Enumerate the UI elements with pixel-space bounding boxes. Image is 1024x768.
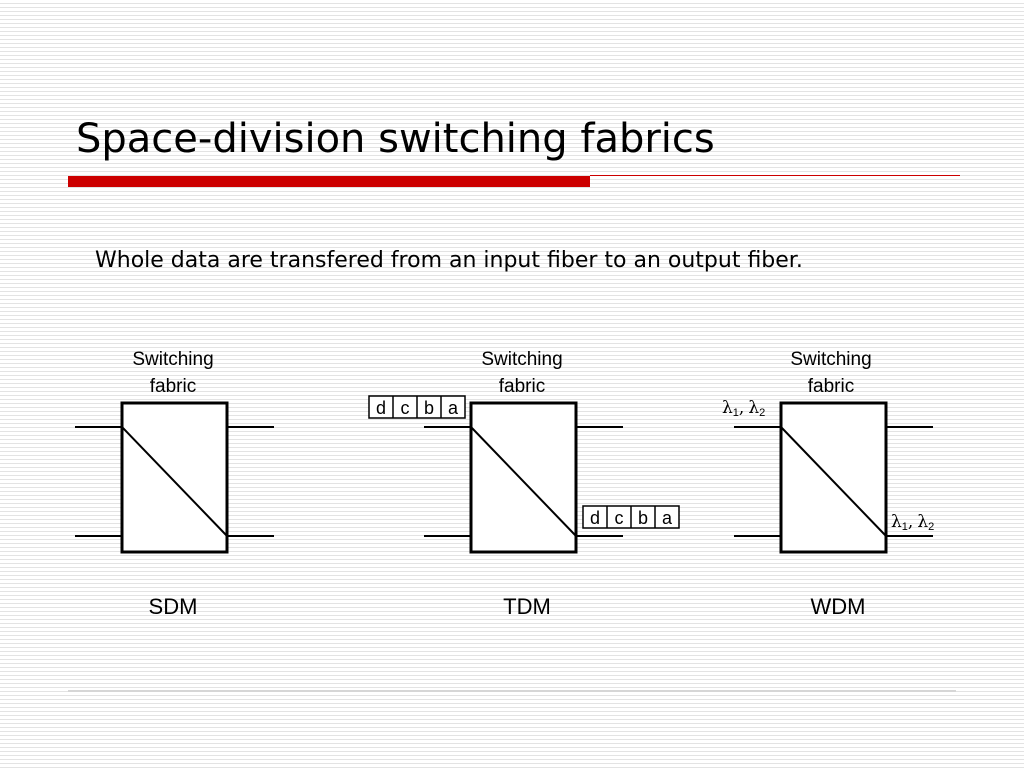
footer-rule xyxy=(68,690,956,692)
wdm-caption: WDM xyxy=(811,594,866,619)
tdm-diagram: Switching fabric d c b a d c b a xyxy=(368,349,680,619)
wdm-input-wavelength-label: λ1,λ2 xyxy=(722,398,765,419)
wdm-diagram: Switching fabric λ1,λ2 λ1,λ2 WDM xyxy=(722,349,934,619)
wavelength-subscript: 1 xyxy=(902,521,908,533)
tdm-output-packet: d c b a xyxy=(582,505,680,529)
wdm-label-line2: fabric xyxy=(808,376,854,397)
tdm-output-cell: a xyxy=(662,508,673,528)
lambda-symbol: λ xyxy=(917,512,928,532)
title-underline-accent xyxy=(68,176,590,187)
sdm-diagram: Switching fabric SDM xyxy=(75,349,274,619)
sdm-label-line1: Switching xyxy=(132,349,213,370)
wavelength-separator: , xyxy=(739,398,744,418)
tdm-caption: TDM xyxy=(503,594,551,619)
lambda-symbol: λ xyxy=(748,398,759,418)
sdm-diagonal xyxy=(121,426,228,537)
tdm-diagonal xyxy=(470,426,577,537)
wavelength-subscript: 2 xyxy=(928,521,934,533)
tdm-label-line2: fabric xyxy=(499,376,545,397)
tdm-input-cell: b xyxy=(424,398,434,418)
sdm-caption: SDM xyxy=(149,594,198,619)
tdm-label-line1: Switching xyxy=(481,349,562,370)
lambda-symbol: λ xyxy=(722,398,733,418)
slide-title: Space-division switching fabrics xyxy=(76,116,715,162)
wdm-diagonal xyxy=(780,426,887,537)
tdm-input-cell: d xyxy=(376,398,386,418)
wdm-output-wavelength-label: λ1,λ2 xyxy=(891,512,934,533)
sdm-label-line2: fabric xyxy=(150,376,196,397)
wdm-fabric-box xyxy=(779,401,888,554)
tdm-input-packet: d c b a xyxy=(368,395,466,419)
title-underline-thin xyxy=(590,175,960,176)
lambda-symbol: λ xyxy=(891,512,902,532)
tdm-output-cell: b xyxy=(638,508,648,528)
tdm-input-cell: c xyxy=(401,398,410,418)
wavelength-separator: , xyxy=(908,512,913,532)
tdm-input-cell: a xyxy=(448,398,459,418)
sdm-fabric-box xyxy=(120,401,229,554)
tdm-output-cell: d xyxy=(590,508,600,528)
tdm-fabric-box xyxy=(469,401,578,554)
wavelength-subscript: 1 xyxy=(733,407,739,419)
wdm-label-line1: Switching xyxy=(790,349,871,370)
slide-subtitle: Whole data are transfered from an input … xyxy=(95,248,803,273)
tdm-output-cell: c xyxy=(615,508,624,528)
wavelength-subscript: 2 xyxy=(759,407,765,419)
